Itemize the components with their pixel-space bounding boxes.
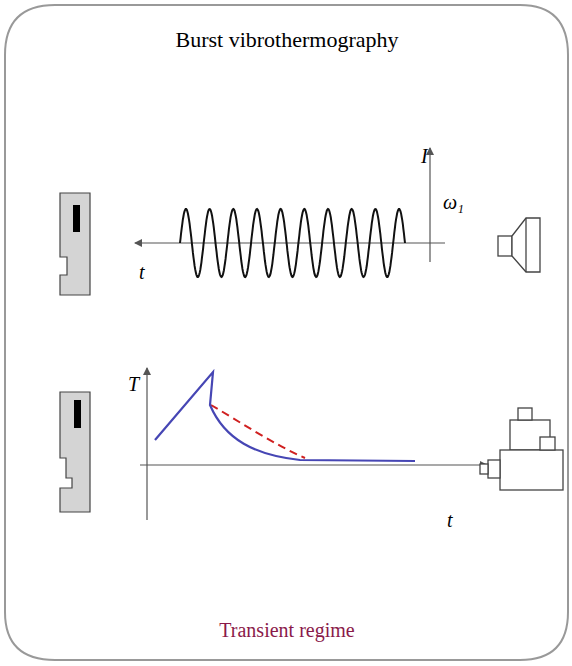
ir-camera-icon — [480, 408, 563, 490]
intensity-axis — [429, 148, 430, 262]
frequency-label: ω₁ — [443, 192, 464, 212]
time-axis — [140, 464, 487, 465]
panel-frame — [5, 5, 568, 660]
temperature-curve — [155, 372, 415, 461]
temperature-axis — [146, 368, 147, 520]
specimen-cracked — [60, 392, 90, 512]
panel-title: Burst vibrothermography — [175, 29, 398, 51]
axis-label: T — [128, 374, 139, 394]
panel-caption: Transient regime — [219, 620, 354, 640]
specimen-intact — [60, 193, 90, 295]
exciter-icon — [498, 218, 540, 272]
axis-label: I — [421, 146, 428, 166]
time-axis — [135, 242, 445, 243]
axis-label: t — [139, 262, 145, 282]
axis-label: t — [447, 510, 453, 530]
excitation-wave — [180, 209, 405, 277]
